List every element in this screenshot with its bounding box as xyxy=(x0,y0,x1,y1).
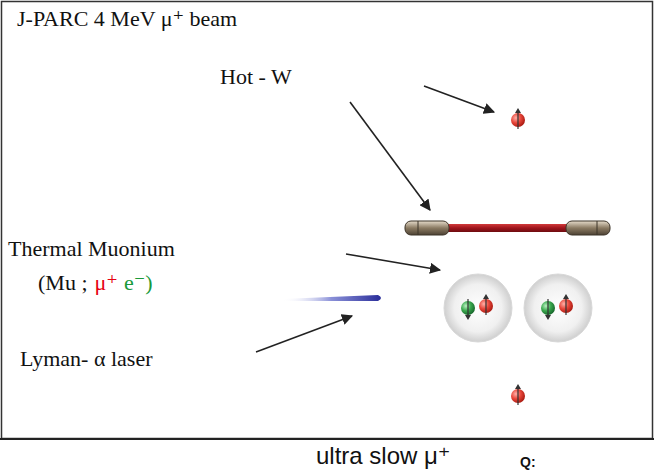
output-label: ultra slow μ⁺ xyxy=(316,442,451,470)
laser-beam xyxy=(282,295,381,301)
muonium-atom xyxy=(444,274,512,342)
laser-label: Lyman- α laser xyxy=(20,346,152,371)
baseline xyxy=(0,438,654,440)
beam-label: J-PARC 4 MeV μ⁺ beam xyxy=(17,6,237,31)
question-mark-label: Q: xyxy=(520,454,536,470)
leader-arrow xyxy=(256,316,352,352)
muon-particle xyxy=(511,384,525,405)
frame xyxy=(2,2,653,439)
filament-label: Hot - W xyxy=(220,64,292,89)
muonium-atom xyxy=(524,274,592,342)
muon-particle xyxy=(511,108,525,129)
leader-arrow xyxy=(346,254,440,270)
electron-symbol: e⁻) xyxy=(124,270,153,295)
leader-arrow xyxy=(424,86,494,112)
tungsten-filament xyxy=(405,221,610,235)
muon-symbol: μ⁺ xyxy=(95,270,118,295)
leader-arrow xyxy=(350,102,430,210)
formula-part: (Mu ; xyxy=(38,270,88,295)
muonium-label: Thermal Muonium xyxy=(8,236,175,261)
